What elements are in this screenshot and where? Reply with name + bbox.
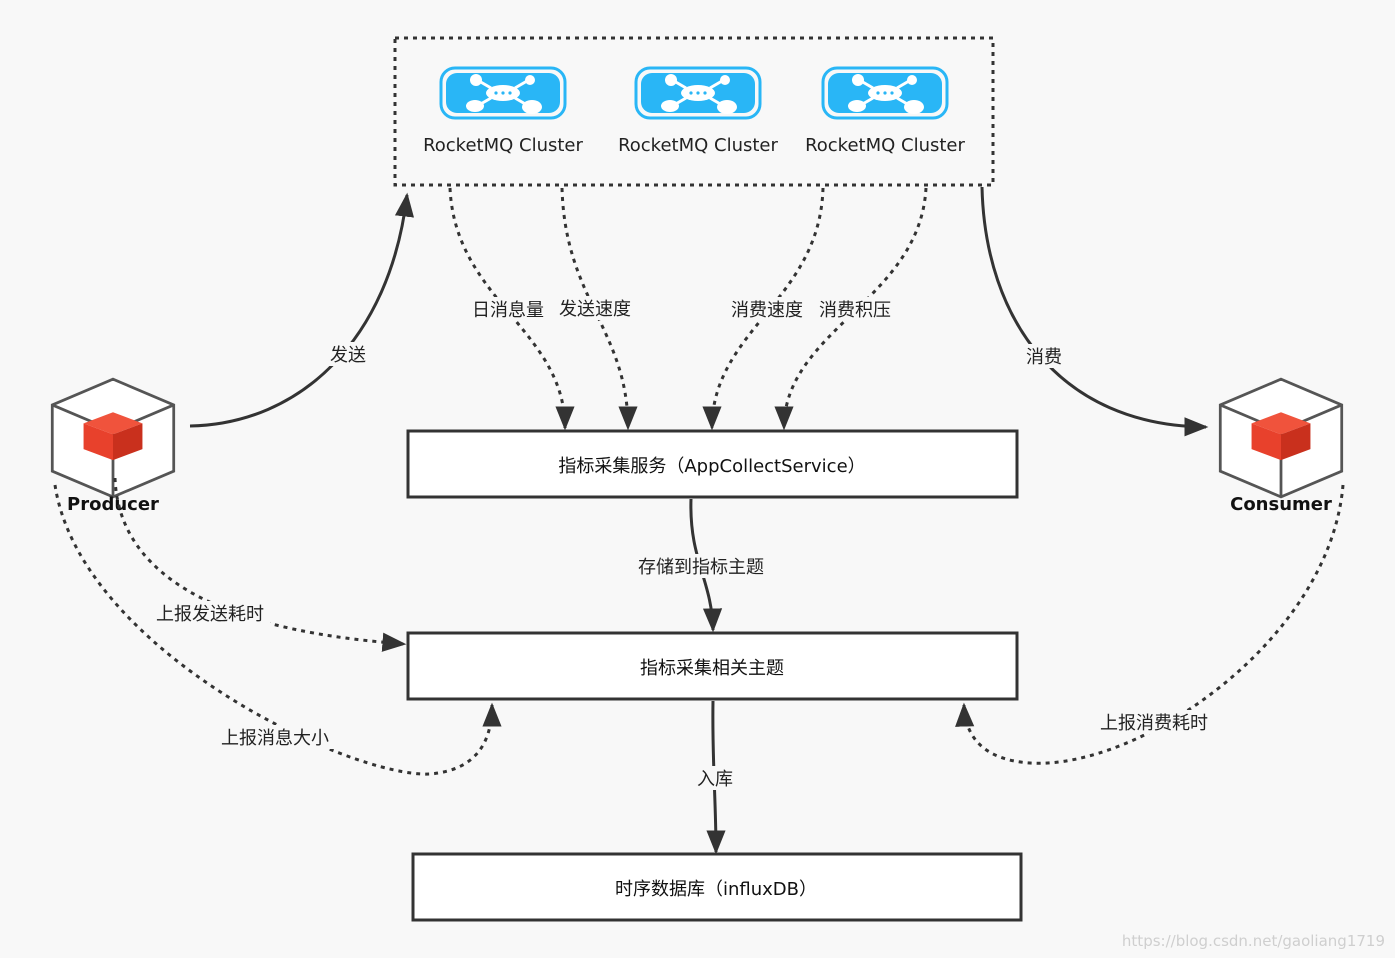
svg-text:日消息量: 日消息量 xyxy=(472,300,544,321)
collect-service-label: 指标采集服务（AppCollectService） xyxy=(558,456,865,477)
svg-text:上报消费耗时: 上报消费耗时 xyxy=(1100,713,1208,734)
cluster-label: RocketMQ Cluster xyxy=(805,135,965,156)
edge-label-store-to-topic: 存储到指标主题 xyxy=(631,554,771,578)
cube-icon xyxy=(50,377,176,499)
edge-daily-msg-volume xyxy=(448,187,575,431)
edge-report-consume-latency xyxy=(955,484,1345,765)
svg-text:入库: 入库 xyxy=(697,769,733,790)
edge-report-msg-size xyxy=(53,484,502,776)
cluster-label: RocketMQ Cluster xyxy=(618,135,778,156)
watermark: https://blog.csdn.net/gaoliang1719 xyxy=(1122,932,1385,950)
edge-label-consume: 消费 xyxy=(1023,344,1065,368)
tsdb-label: 时序数据库（influxDB） xyxy=(615,879,817,900)
consumer-label: Consumer xyxy=(1230,494,1332,515)
edge-label-consume-backlog: 消费积压 xyxy=(815,297,895,321)
rocketmq-cluster-icon xyxy=(634,66,762,120)
svg-text:消费速度: 消费速度 xyxy=(731,300,803,321)
svg-text:上报发送耗时: 上报发送耗时 xyxy=(156,604,264,625)
edge-label-send: 发送 xyxy=(327,342,369,366)
consumer-node: Consumer xyxy=(1218,377,1344,515)
svg-text:消费: 消费 xyxy=(1026,347,1062,368)
edge-label-consume-speed: 消费速度 xyxy=(727,297,807,321)
edge-label-report-send-latency: 上报发送耗时 xyxy=(150,601,270,625)
metrics-topic-box: 指标采集相关主题 xyxy=(406,631,1019,701)
cluster-1: RocketMQ Cluster xyxy=(423,66,584,156)
edge-label-send-speed: 发送速度 xyxy=(555,296,635,320)
edge-consume xyxy=(980,186,1209,437)
rocketmq-cluster-icon xyxy=(821,66,949,120)
cluster-2: RocketMQ Cluster xyxy=(618,66,779,156)
svg-text:上报消息大小: 上报消息大小 xyxy=(221,728,329,749)
edge-label-report-consume-latency: 上报消费耗时 xyxy=(1094,710,1214,734)
cluster-3: RocketMQ Cluster xyxy=(805,66,966,156)
metrics-topic-label: 指标采集相关主题 xyxy=(640,658,784,679)
edge-send-speed xyxy=(560,187,638,431)
edge-label-ingest: 入库 xyxy=(694,766,736,790)
collect-service-box: 指标采集服务（AppCollectService） xyxy=(406,429,1019,499)
svg-text:发送: 发送 xyxy=(330,345,366,366)
svg-text:消费积压: 消费积压 xyxy=(819,300,891,321)
rocketmq-cluster-icon xyxy=(439,66,567,120)
svg-text:发送速度: 发送速度 xyxy=(559,299,631,320)
edge-send xyxy=(189,192,415,428)
cluster-group-frame xyxy=(393,36,995,187)
edge-consume-speed xyxy=(702,187,825,431)
tsdb-box: 时序数据库（influxDB） xyxy=(411,852,1023,922)
cube-icon xyxy=(1218,377,1344,499)
producer-label: Producer xyxy=(67,494,159,515)
producer-node: Producer xyxy=(50,377,176,515)
svg-text:存储到指标主题: 存储到指标主题 xyxy=(638,557,764,578)
edge-label-report-msg-size: 上报消息大小 xyxy=(215,725,335,749)
cluster-label: RocketMQ Cluster xyxy=(423,135,583,156)
edge-label-daily-msg-volume: 日消息量 xyxy=(468,297,548,321)
